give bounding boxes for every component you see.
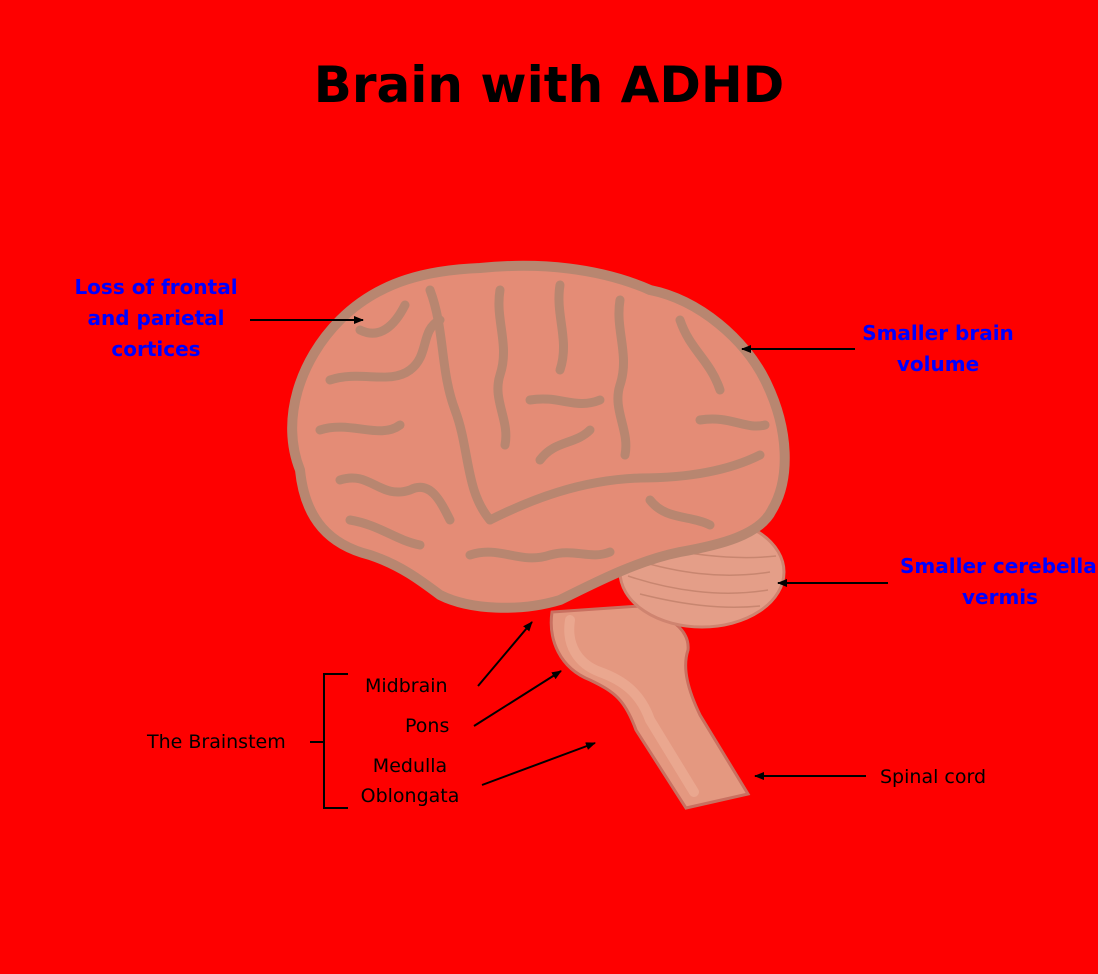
arrow-medulla [481,742,596,786]
label-line: volume [896,352,980,376]
label-line: Smaller brain [862,321,1014,345]
label-smaller-brain-volume: Smaller brain volume [858,318,1018,380]
cerebellum-folia [627,547,777,608]
label-line: Loss of frontal [74,275,238,299]
arrow-pons [473,670,562,727]
arrow-midbrain [477,621,533,687]
label-line: cortices [111,337,201,361]
label-frontal-parietal-loss: Loss of frontal and parietal cortices [60,272,252,365]
label-line: Oblongata [360,785,460,807]
label-spinal-cord: Spinal cord [880,766,987,788]
label-line: Smaller cerebellar [900,554,1098,578]
label-line: Medulla [372,755,448,777]
diagram-title: Brain with ADHD [313,56,785,114]
brainstem-shading [564,615,699,797]
label-midbrain: Midbrain [365,675,448,697]
label-pons: Pons [405,715,450,737]
label-medulla-oblongata: Medulla Oblongata [350,751,470,811]
label-smaller-cerebellar-vermis: Smaller cerebellar vermis [888,551,1098,613]
label-line: and parietal [87,306,225,330]
label-line: vermis [962,585,1039,609]
cerebrum-shape [287,260,790,613]
cortex-folds [315,280,770,563]
brainstem-bracket [310,673,348,809]
label-the-brainstem: The Brainstem [147,731,286,753]
